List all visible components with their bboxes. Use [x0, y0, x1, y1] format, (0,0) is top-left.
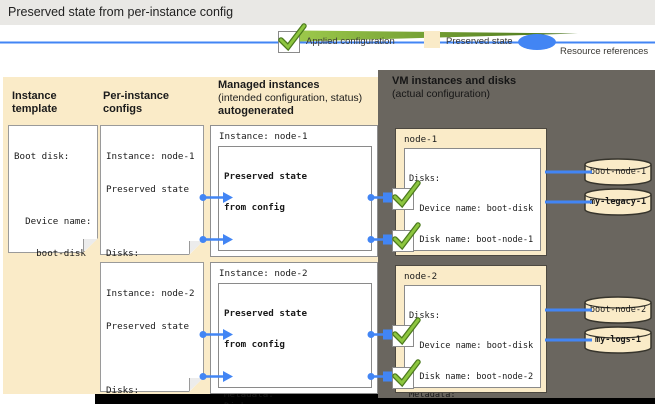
preserved-state-box: Preserved state from config Disks: Devic… [218, 283, 372, 404]
column-header-managed-instances: Managed instances (intended configuratio… [218, 79, 363, 117]
legend-preserved-swatch [424, 31, 440, 48]
column-header-vm-instances: VM instances and disks (actual configura… [392, 75, 517, 100]
vm-config-box: Disks: Device name: boot-disk Disk name:… [404, 285, 541, 388]
per-instance-config-node-1: Instance: node-1 Preserved state Disks: … [100, 125, 204, 387]
template-device-label: Device name: [14, 215, 92, 227]
page-title: Preserved state from per-instance config [8, 5, 234, 19]
legend-graphics [0, 30, 655, 50]
disk-cylinder-boot-node-1: boot-node-1 [584, 158, 652, 186]
managed-instance-node-2: Instance: node-2 Preserved state from co… [210, 262, 378, 404]
instance-template-note: Boot disk: Device name: boot-disk [8, 125, 98, 258]
check-icon-node2-disk [392, 317, 421, 347]
legend-applied-label: Applied configuration [306, 36, 395, 47]
template-boot-disk: Boot disk: [14, 151, 70, 163]
vm-instance-node-2: node-2 Disks: Device name: boot-disk Dis… [395, 265, 547, 393]
check-icon-node1-disk [392, 180, 421, 210]
check-icon-node1-metadata [392, 222, 421, 252]
disk-cylinder-boot-node-2: boot-node-2 [584, 296, 652, 324]
per-instance-config-node-2: Instance: node-2 Preserved state Disks: … [100, 262, 204, 395]
template-device-value: boot-disk [14, 247, 86, 259]
title-bar: Preserved state from per-instance config [0, 0, 655, 25]
column-header-per-instance-configs: Per-instance configs [103, 90, 170, 115]
preserved-state-box: Preserved state from config Disks: Devic… [218, 146, 372, 400]
managed-instance-node-1: Instance: node-1 Preserved state from co… [210, 125, 378, 400]
check-icon-node2-metadata [392, 359, 421, 389]
legend-check-icon [278, 23, 307, 53]
disk-cylinder-my-logs-1: my-logs-1 [584, 326, 652, 354]
vm-config-box: Disks: Device name: boot-disk Disk name:… [404, 148, 544, 400]
column-header-instance-template: Instance template [12, 90, 58, 115]
legend-preserved-label: Preserved state [446, 36, 513, 47]
legend-reference-oval [518, 34, 556, 50]
legend-references-label: Resource references [560, 46, 649, 57]
disk-cylinder-my-legacy-1: my-legacy-1 [584, 188, 652, 216]
